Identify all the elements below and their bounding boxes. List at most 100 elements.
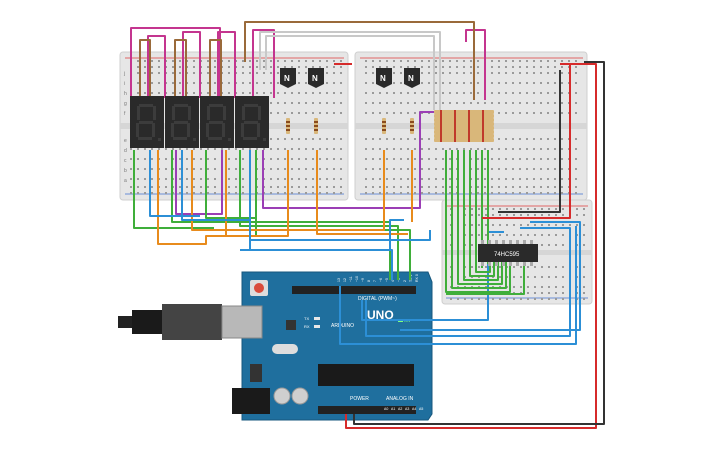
wire-magenta <box>182 31 201 98</box>
arduino-brand: ARDUINO <box>331 323 354 329</box>
wire-blue <box>400 221 581 331</box>
transistor-label: N <box>408 74 414 83</box>
digital-pin-label: 8 <box>367 280 371 282</box>
capacitor <box>291 387 309 405</box>
decimal-point <box>263 138 266 141</box>
wire-purple <box>175 150 223 215</box>
wire-gray <box>259 31 441 110</box>
segment <box>222 123 225 137</box>
tx-led <box>314 317 320 320</box>
wires[interactable] <box>130 21 605 429</box>
row-labels: j i h g f e d c b a <box>123 71 127 184</box>
row-label: j <box>123 71 125 77</box>
analog-label: ANALOG IN <box>386 396 414 402</box>
digital-pin-label: RX 0 <box>415 274 419 282</box>
analog-pin-label: A0 <box>384 407 388 411</box>
wire-green <box>133 150 214 229</box>
segment <box>139 121 153 124</box>
usb-plug-tip <box>118 316 132 328</box>
segment <box>207 106 210 120</box>
transistor-label: N <box>380 74 386 83</box>
row-label: i <box>124 81 125 87</box>
wire-green <box>457 150 503 285</box>
segment <box>171 123 174 137</box>
wire-green <box>451 150 507 289</box>
power-jack[interactable] <box>232 388 270 414</box>
resistor <box>434 130 494 134</box>
segment <box>139 104 153 107</box>
seven-segment-display <box>165 96 199 148</box>
resistor <box>434 114 494 118</box>
npn-transistor: N <box>280 68 296 88</box>
segment <box>138 137 152 140</box>
npn-transistor: N <box>376 68 392 88</box>
resistors <box>286 110 494 142</box>
arduino-uno[interactable]: DIGITAL (PWM~) UNO ARDUINO ON TX RX POWE… <box>118 271 433 421</box>
row-label: f <box>124 111 126 117</box>
segment <box>208 137 222 140</box>
row-label: d <box>124 148 127 154</box>
shift-register-chip[interactable]: 74HC595 <box>478 240 538 266</box>
seven-segment-display <box>200 96 234 148</box>
usb-plug <box>162 304 222 340</box>
rx-label: RX <box>304 324 310 329</box>
decimal-point <box>228 138 231 141</box>
row-label: c <box>124 158 127 164</box>
wire-gray <box>265 35 435 110</box>
wire-black <box>353 61 605 425</box>
power-analog-header <box>318 406 416 414</box>
wire-green <box>446 262 525 295</box>
segment <box>209 121 223 124</box>
wire-magenta <box>465 29 486 100</box>
segment <box>137 106 140 120</box>
breadboard-holes <box>130 60 342 194</box>
analog-pin-label: A2 <box>398 407 402 411</box>
digital-pin-label: ~6 <box>379 278 383 282</box>
segment <box>244 104 258 107</box>
segment <box>206 123 209 137</box>
wire-black <box>498 70 561 213</box>
row-label: e <box>124 138 127 144</box>
digital-pin-label: ~11 <box>349 276 353 282</box>
wire-magenta <box>217 31 236 98</box>
segment <box>188 106 191 120</box>
row-label: b <box>124 168 127 174</box>
segment <box>223 106 226 120</box>
wire-green <box>475 150 491 273</box>
segment <box>243 137 257 140</box>
digital-pin-label: ~9 <box>361 278 365 282</box>
resistor <box>434 118 494 122</box>
wire-blue <box>249 150 431 241</box>
usb-cable-icon <box>132 310 162 334</box>
resistor <box>286 118 290 134</box>
analog-pin-label: A1 <box>391 407 395 411</box>
resistor <box>434 134 494 138</box>
digital-header <box>292 286 416 294</box>
segment <box>258 106 261 120</box>
wire-blue <box>365 227 571 337</box>
wire-blue <box>240 249 393 280</box>
wire-blue <box>361 231 504 321</box>
digital-pin-label: 4 <box>391 280 395 282</box>
segment <box>174 104 188 107</box>
wire-orange <box>316 150 408 235</box>
reset-button[interactable] <box>254 283 264 293</box>
usb-port <box>221 305 263 339</box>
segment <box>173 137 187 140</box>
resistor <box>410 118 414 134</box>
row-label: a <box>124 178 127 184</box>
resistor <box>434 110 494 114</box>
resistor <box>434 138 494 142</box>
wire-magenta <box>252 29 275 98</box>
wire-blue <box>339 226 577 345</box>
decimal-point <box>158 138 161 141</box>
digital-pin-label: ~5 <box>385 278 389 282</box>
segment <box>209 104 223 107</box>
segment <box>136 123 139 137</box>
wire-brown <box>174 39 187 98</box>
digital-pin-label: 13 <box>337 278 341 282</box>
segment <box>242 106 245 120</box>
uno-logo: UNO <box>367 308 394 322</box>
